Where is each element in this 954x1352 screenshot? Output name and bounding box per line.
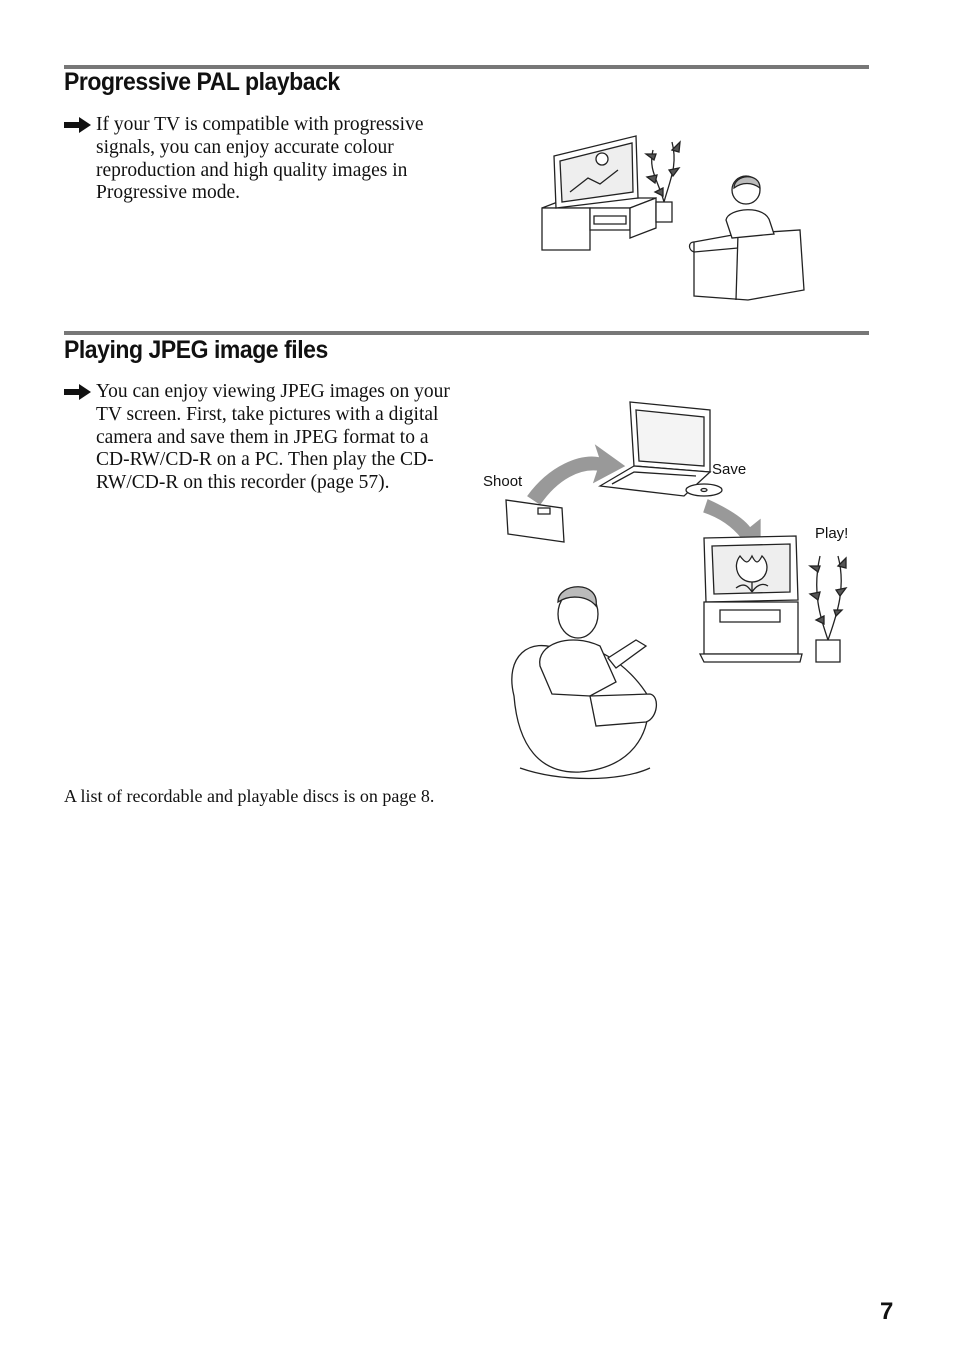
paragraph-progressive-text: If your TV is compatible with progressiv… <box>96 114 424 204</box>
section-rule-jpeg <box>64 331 869 335</box>
arrow-right-icon <box>64 384 91 400</box>
heading-progressive-pal: Progressive PAL playback <box>64 68 340 96</box>
label-save: Save <box>712 461 747 478</box>
footnote-disc-list: A list of recordable and playable discs … <box>64 786 435 806</box>
jpeg-workflow-illustration <box>500 396 860 782</box>
paragraph-jpeg-text: You can enjoy viewing JPEG images on you… <box>96 381 450 494</box>
paragraph-progressive: If your TV is compatible with progressiv… <box>64 114 454 205</box>
arrow-right-icon <box>64 117 91 133</box>
heading-playing-jpeg: Playing JPEG image files <box>64 336 328 364</box>
label-shoot: Shoot <box>483 473 523 490</box>
label-play: Play! <box>815 525 849 542</box>
section-rule-progressive <box>64 65 869 69</box>
paragraph-jpeg: You can enjoy viewing JPEG images on you… <box>64 381 454 495</box>
page-number: 7 <box>880 1298 894 1325</box>
progressive-tv-illustration <box>538 130 813 302</box>
